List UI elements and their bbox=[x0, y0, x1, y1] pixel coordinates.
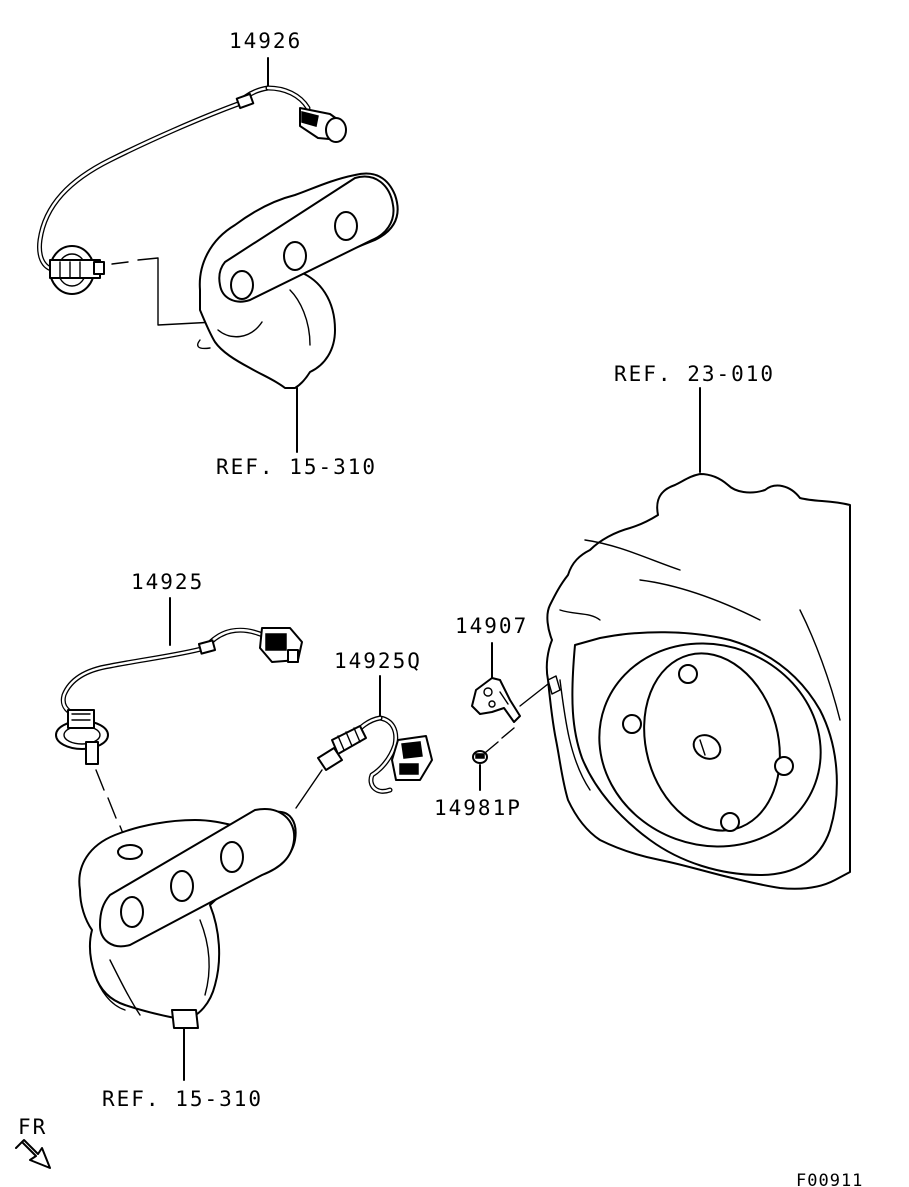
oxygen-sensor-14926-wire bbox=[37, 85, 311, 273]
oxygen-sensor-14925-body bbox=[55, 709, 109, 765]
oxygen-sensor-14925-wire bbox=[60, 627, 268, 715]
exhaust-manifold-lower bbox=[78, 808, 297, 1029]
label-14925: 14925 bbox=[131, 570, 204, 594]
label-figure-code: F00911 bbox=[796, 1171, 863, 1187]
label-fr: FR bbox=[18, 1115, 47, 1139]
label-14926: 14926 bbox=[229, 29, 302, 53]
bolt-14981p bbox=[472, 727, 515, 791]
upper-assembly bbox=[37, 57, 399, 453]
lower-assembly bbox=[55, 597, 433, 1081]
exhaust-manifold-upper bbox=[197, 172, 399, 389]
label-ref-15-310-lower: REF. 15-310 bbox=[102, 1087, 263, 1111]
sensor-connector-14925 bbox=[259, 627, 303, 663]
label-14907: 14907 bbox=[455, 614, 528, 638]
oxygen-sensor-14925q bbox=[279, 715, 399, 829]
label-ref-15-310-upper: REF. 15-310 bbox=[216, 455, 377, 479]
label-14981p: 14981P bbox=[434, 796, 522, 820]
oxygen-sensor-14926-body bbox=[49, 245, 105, 295]
transmission-bolts bbox=[622, 664, 794, 832]
bracket-14907 bbox=[471, 642, 549, 723]
front-arrow-icon bbox=[15, 1139, 51, 1169]
sensor-connector-upper bbox=[299, 107, 347, 143]
transmission-assembly bbox=[545, 387, 851, 890]
label-ref-23-010: REF. 23-010 bbox=[614, 362, 775, 386]
label-14925q: 14925Q bbox=[334, 649, 422, 673]
sensor-connector-14925q bbox=[391, 735, 433, 781]
